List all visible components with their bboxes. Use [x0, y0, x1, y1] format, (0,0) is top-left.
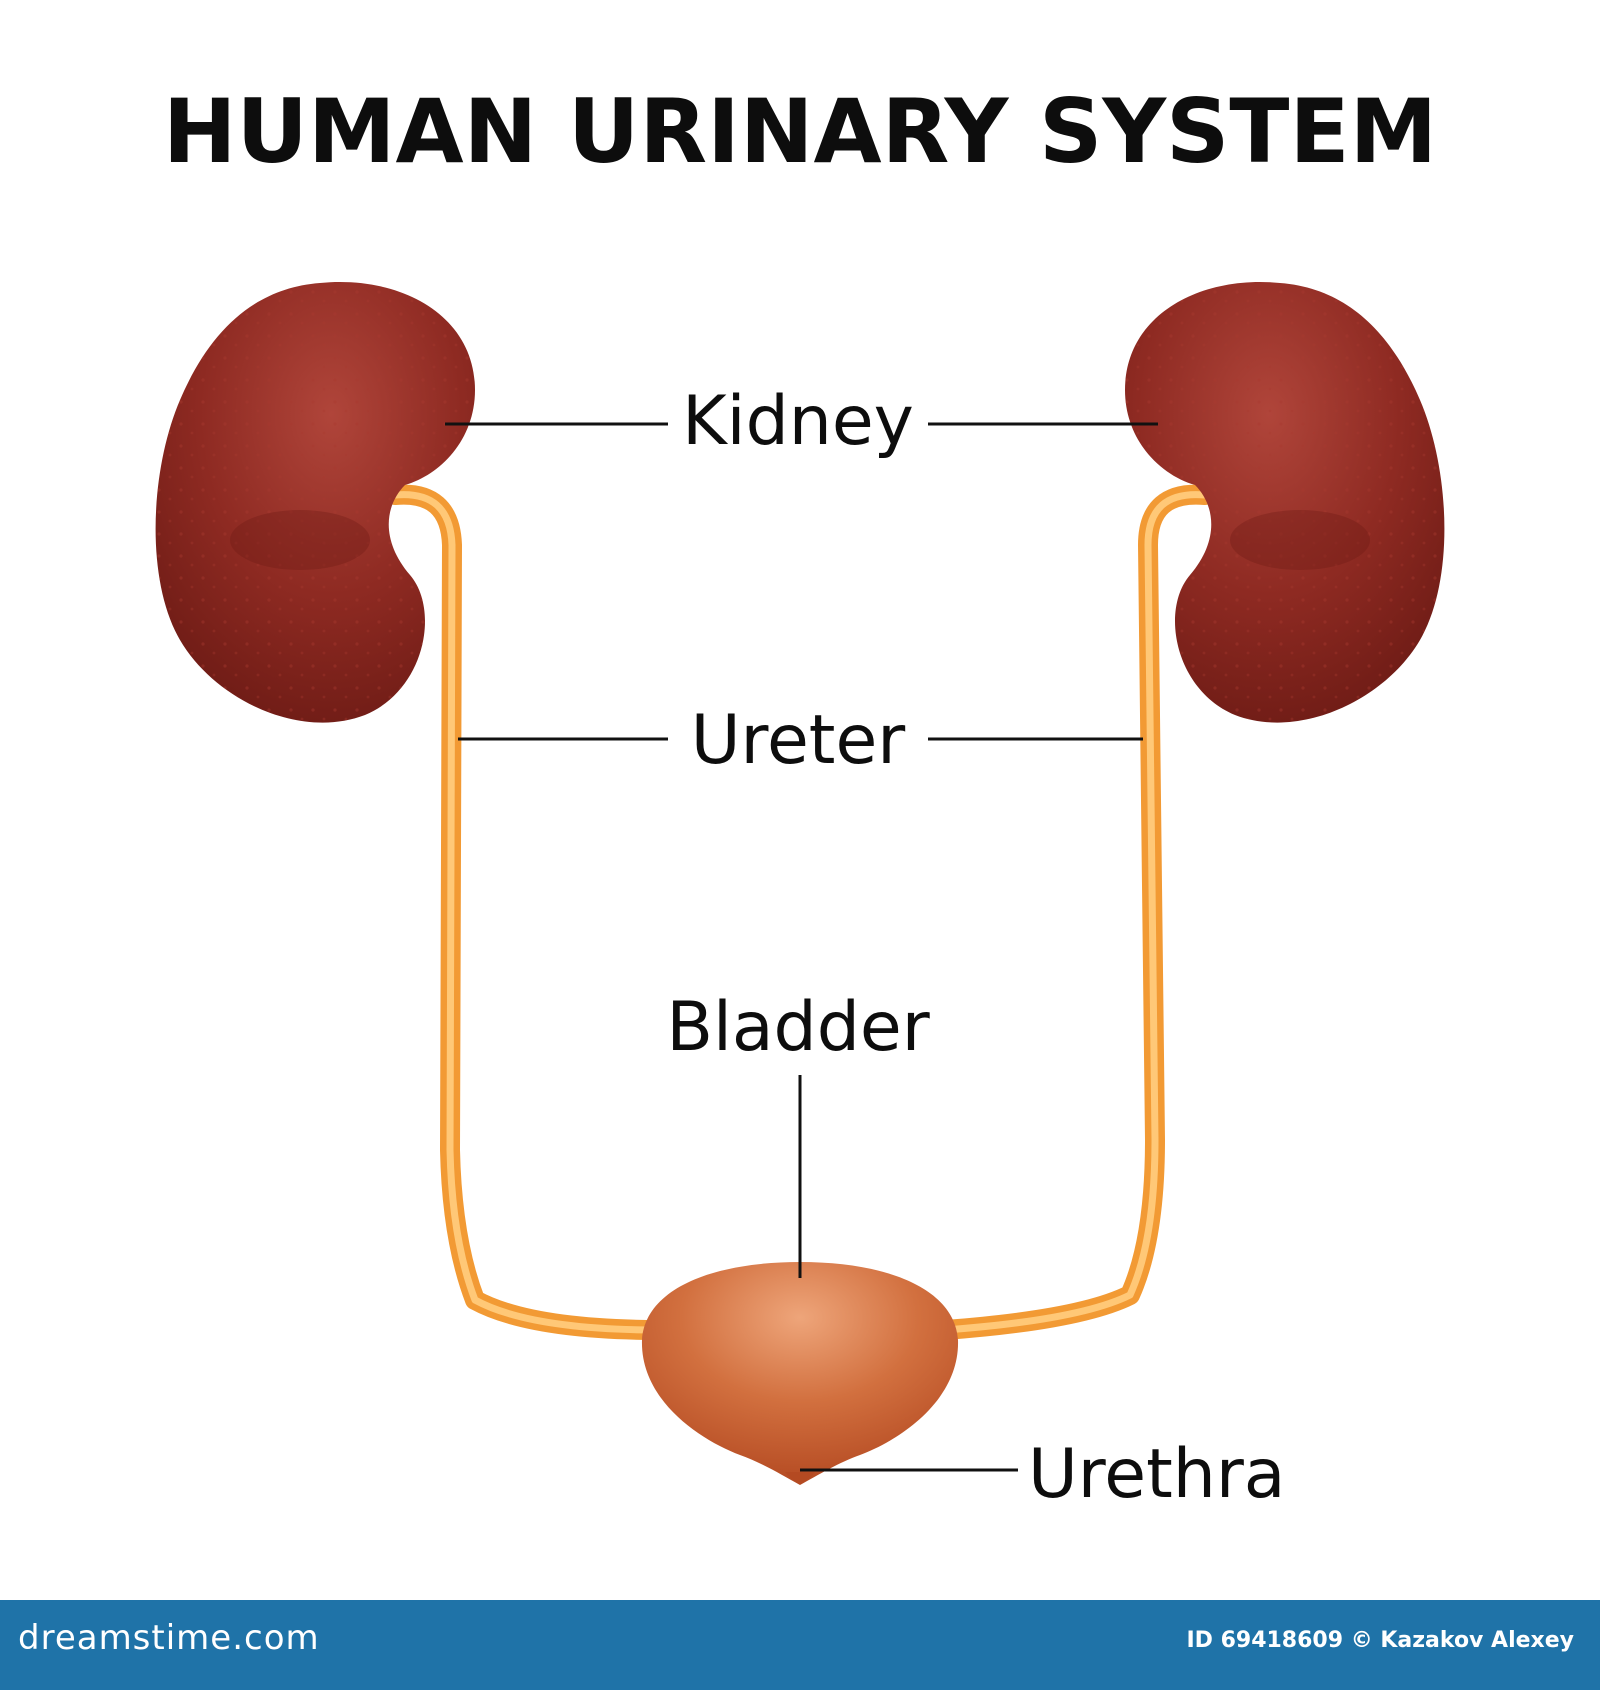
kidney-label: Kidney	[682, 382, 914, 461]
left-kidney	[155, 281, 475, 723]
footer-credit: ID 69418609 © Kazakov Alexey	[1186, 1628, 1574, 1653]
left-ureter-highlight	[391, 491, 664, 1334]
footer-site-link[interactable]: dreamstime.com	[18, 1618, 320, 1658]
right-ureter	[935, 484, 1215, 1340]
bladder-label: Bladder	[666, 988, 929, 1067]
footer-bar: dreamstime.com ID 69418609 © Kazakov Ale…	[0, 1600, 1600, 1690]
right-ureter-highlight	[941, 491, 1209, 1334]
page-title: HUMAN URINARY SYSTEM	[163, 80, 1437, 183]
left-ureter	[385, 484, 670, 1340]
urethra-label: Urethra	[1028, 1435, 1285, 1514]
ureter-label: Ureter	[691, 701, 906, 780]
bladder	[641, 1262, 959, 1485]
right-kidney	[1125, 281, 1445, 723]
